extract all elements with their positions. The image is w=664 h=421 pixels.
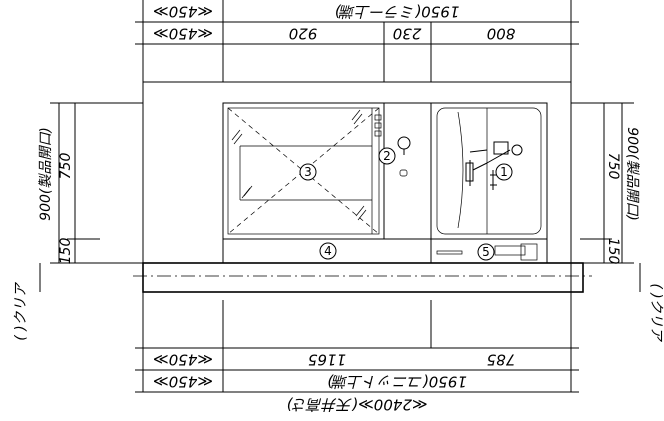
bottom-dimension-block: ≪450≫ 1165 785 ≪450≫ 1950(ユニット上端) ≪2400≫… (135, 292, 579, 414)
right-dim-150: 150 (605, 238, 621, 265)
top-dimension-block: ≪450≫ 1950(ミラー上端) ≪450≫ 920 230 800 (135, 0, 579, 82)
callout-4: 4 (319, 242, 337, 260)
left-clear: ( )クリア (13, 281, 29, 340)
callout-1: 1 (495, 163, 513, 181)
bottom-dim-1165: 1165 (308, 351, 346, 369)
right-clear: ( )クリア (648, 283, 664, 342)
right-opening-900: 900(製品開口) (624, 127, 640, 221)
callout-5: 5 (477, 243, 495, 261)
svg-text:3: 3 (304, 165, 312, 179)
left-dimension-block: 900(製品開口) 750 150 ( )クリア (13, 102, 143, 341)
top-dim-920: 920 (289, 25, 318, 43)
left-dim-150: 150 (58, 238, 74, 265)
top-dim-230: 230 (393, 25, 422, 43)
callout-3: 3 (299, 163, 317, 181)
bottom-dim-1950-unit: 1950(ユニット上端) (327, 373, 467, 391)
svg-text:4: 4 (324, 244, 332, 258)
svg-text:1: 1 (500, 165, 508, 179)
top-dim-1950-mirror: 1950(ミラー上端) (335, 3, 460, 21)
bottom-dim-785: 785 (487, 351, 516, 369)
svg-text:5: 5 (482, 245, 490, 259)
top-dim-800: 800 (487, 25, 516, 43)
unit-elevation (133, 81, 592, 293)
left-opening-900: 900(製品開口) (38, 127, 54, 221)
bottom-dim-450-b: ≪450≫ (153, 373, 213, 391)
right-dimension-block: 750 900(製品開口) 150 ( )クリア (571, 102, 664, 343)
left-dim-750: 750 (58, 153, 74, 180)
top-dim-450-a: ≪450≫ (153, 3, 213, 21)
bottom-dim-2400-ceiling: ≪2400≫(天井高さ) (286, 396, 427, 414)
svg-text:2: 2 (383, 149, 391, 163)
right-dim-750: 750 (605, 153, 621, 180)
top-dim-450-b: ≪450≫ (153, 25, 213, 43)
callout-2: 2 (378, 147, 396, 165)
bottom-dim-450-a: ≪450≫ (153, 351, 213, 369)
